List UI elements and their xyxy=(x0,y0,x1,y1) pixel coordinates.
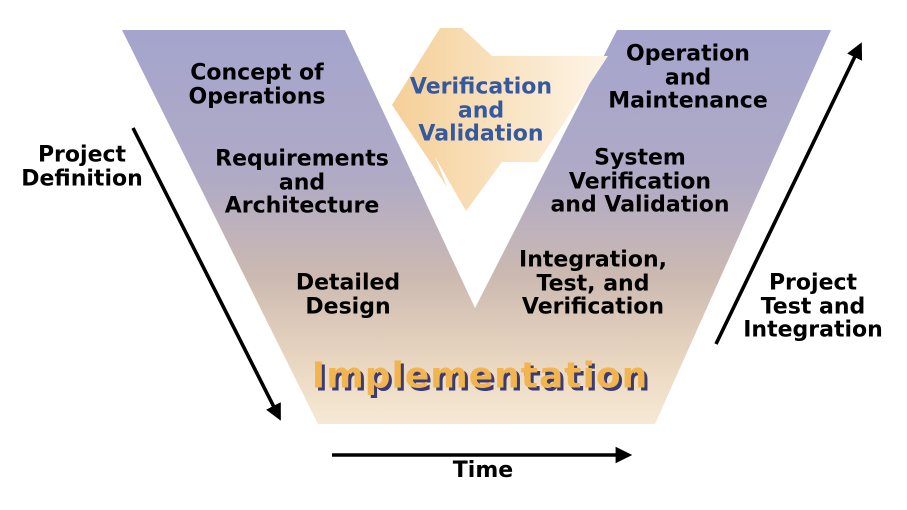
project-definition-arrow xyxy=(131,127,281,421)
time-label: Time xyxy=(452,458,514,484)
stage-implementation: Implementation xyxy=(311,355,649,397)
verification-validation-arrow xyxy=(392,28,608,211)
project-test-integration-arrow xyxy=(714,42,863,345)
v-shape xyxy=(122,30,831,424)
